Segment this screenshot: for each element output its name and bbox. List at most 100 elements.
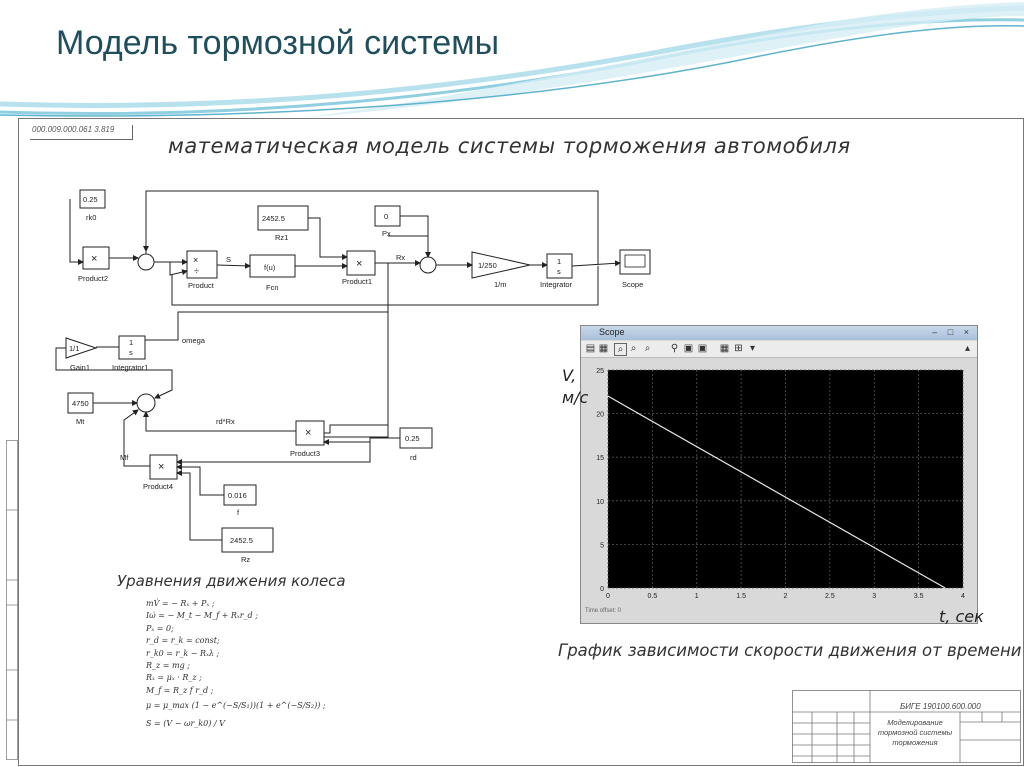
mt-value: 4750 xyxy=(72,399,89,408)
fcn-label: Fcn xyxy=(266,283,279,292)
rz-label: Rz xyxy=(241,555,250,564)
integrator-label: Integrator xyxy=(540,280,573,289)
lock-icon[interactable]: ⊞ xyxy=(733,343,744,354)
velocity-axis-label-line1: V, xyxy=(562,365,588,387)
time-offset: Time offset: 0 xyxy=(585,608,621,614)
params-icon[interactable]: ▦ xyxy=(598,343,609,354)
gain1-label: Gain1 xyxy=(70,363,90,372)
equation-line: Rₓ = μₓ · R_z ; xyxy=(146,672,306,684)
scope-toolbar: ▤ ▦ ⌕ ⌕ ⌕ ⚲ ▣ ▣ ▦ ⊞ ▾ ▴ xyxy=(581,341,977,358)
sum2-block xyxy=(420,257,436,273)
x-tick-label: 1 xyxy=(695,593,699,600)
scope-plot: 0 0.5 1 1.5 2 2.5 3 3.5 4 0 5 10 15 20 25 xyxy=(581,358,977,608)
f-label: f xyxy=(237,508,240,517)
px-value: 0 xyxy=(384,212,388,221)
rk0-value: 0.25 xyxy=(83,195,98,204)
y-tick-label: 20 xyxy=(596,412,604,419)
equation-line: r_k0 = r_k − Rₓλ ; xyxy=(146,648,306,660)
rd-label: rd xyxy=(410,453,417,462)
x-tick-label: 4 xyxy=(961,593,965,600)
rz1-value: 2452.5 xyxy=(262,214,285,223)
equation-line: μ = μ_max (1 − e^(−S/S₁))(1 + e^(−S/S₂))… xyxy=(146,697,306,715)
rk0-label: rk0 xyxy=(86,213,96,222)
product2-label: Product2 xyxy=(78,274,108,283)
px-label: Px xyxy=(382,229,391,238)
restore-axes-icon[interactable]: ▣ xyxy=(697,343,708,354)
x-tick-label: 2.5 xyxy=(825,593,835,600)
stamp-title: Моделирование тормозной системы торможен… xyxy=(871,718,959,748)
rz1-label: Rz1 xyxy=(275,233,288,242)
equation-line: S = (V − ωr_k0) / V xyxy=(146,715,306,733)
autoscale-icon[interactable]: ⚲ xyxy=(669,343,680,354)
product4-label: Product4 xyxy=(143,482,173,491)
signal-rx: Rx xyxy=(396,253,405,262)
gain-label: 1/m xyxy=(494,280,507,289)
floating-scope-icon[interactable]: ▦ xyxy=(719,343,730,354)
signal-select-icon[interactable]: ▾ xyxy=(747,343,758,354)
product1-mult: × xyxy=(356,258,362,270)
signal-mf: Mf xyxy=(120,453,129,462)
equation-line: mV̇ = − Rₓ + Pₓ ; xyxy=(146,598,306,610)
x-tick-label: 0.5 xyxy=(648,593,658,600)
sum3-block xyxy=(137,394,155,412)
equations-block: mV̇ = − Rₓ + Pₓ ;Iω̇ = − M_t − M_f + Rₓr… xyxy=(146,598,306,733)
x-tick-label: 3.5 xyxy=(914,593,924,600)
toolbar-menu-icon[interactable]: ▴ xyxy=(962,343,973,354)
signal-s: S xyxy=(226,255,231,264)
save-axes-icon[interactable]: ▣ xyxy=(683,343,694,354)
y-tick-label: 25 xyxy=(596,368,604,375)
x-tick-label: 0 xyxy=(606,593,610,600)
integrator-den: s xyxy=(557,267,561,276)
scope-title: Scope xyxy=(599,327,625,337)
x-tick-label: 1.5 xyxy=(736,593,746,600)
rz-value: 2452.5 xyxy=(230,536,253,545)
y-tick-label: 15 xyxy=(596,455,604,462)
rd-value: 0.25 xyxy=(405,434,420,443)
product4-mult: × xyxy=(158,461,164,473)
scope-window: Scope – □ × ▤ ▦ ⌕ ⌕ ⌕ ⚲ ▣ ▣ ▦ ⊞ ▾ ▴ 0 0.5… xyxy=(580,325,978,624)
integrator1-num: 1 xyxy=(129,338,133,347)
equation-line: R_z = mg ; xyxy=(146,660,306,672)
scope-titlebar: Scope – □ × xyxy=(581,326,977,340)
equation-line: Pₓ = 0; xyxy=(146,623,306,635)
equations-heading: Уравнения движения колеса xyxy=(117,572,346,590)
signal-rdrx: rd*Rx xyxy=(216,417,235,426)
y-tick-label: 10 xyxy=(596,499,604,506)
product-label: Product xyxy=(188,281,215,290)
print-icon[interactable]: ▤ xyxy=(585,343,596,354)
equation-line: M_f = R_z f r_d ; xyxy=(146,685,306,697)
sum1-block xyxy=(138,254,154,270)
product3-label: Product3 xyxy=(290,449,320,458)
time-axis-label: t, сек xyxy=(939,607,984,626)
x-tick-label: 2 xyxy=(784,593,788,600)
y-tick-label: 5 xyxy=(600,542,604,549)
gain1-value: 1/1 xyxy=(69,344,79,353)
fcn-value: f(u) xyxy=(264,263,276,272)
equation-line: r_d = r_k = const; xyxy=(146,635,306,647)
mt-label: Mt xyxy=(76,417,85,426)
stamp-code: БИГЕ 190100.600.000 xyxy=(900,702,981,711)
x-tick-label: 3 xyxy=(872,593,876,600)
graph-caption: График зависимости скорости движения от … xyxy=(558,641,1021,660)
gain-value: 1/250 xyxy=(478,261,497,270)
product2-mult: × xyxy=(91,253,97,265)
product-div: ÷ xyxy=(194,266,199,276)
product-mult: × xyxy=(193,255,198,265)
signal-omega: omega xyxy=(182,336,206,345)
zoom-icon[interactable]: ⌕ xyxy=(614,343,627,356)
product1-label: Product1 xyxy=(342,277,372,286)
scope-label: Scope xyxy=(622,280,643,289)
integrator1-label: Integrator1 xyxy=(112,363,148,372)
velocity-axis-label-line2: м/с xyxy=(562,387,588,409)
scope-block xyxy=(620,250,650,274)
zoom-x-icon[interactable]: ⌕ xyxy=(628,343,639,354)
window-controls[interactable]: – □ × xyxy=(932,327,973,337)
y-tick-label: 0 xyxy=(600,586,604,593)
product-block xyxy=(187,251,217,278)
zoom-y-icon[interactable]: ⌕ xyxy=(642,343,653,354)
equation-line: Iω̇ = − M_t − M_f + Rₓr_d ; xyxy=(146,610,306,622)
product3-mult: × xyxy=(305,427,311,439)
f-value: 0.016 xyxy=(228,491,247,500)
velocity-axis-label: V, м/с xyxy=(562,365,588,409)
integrator1-den: s xyxy=(129,348,133,357)
